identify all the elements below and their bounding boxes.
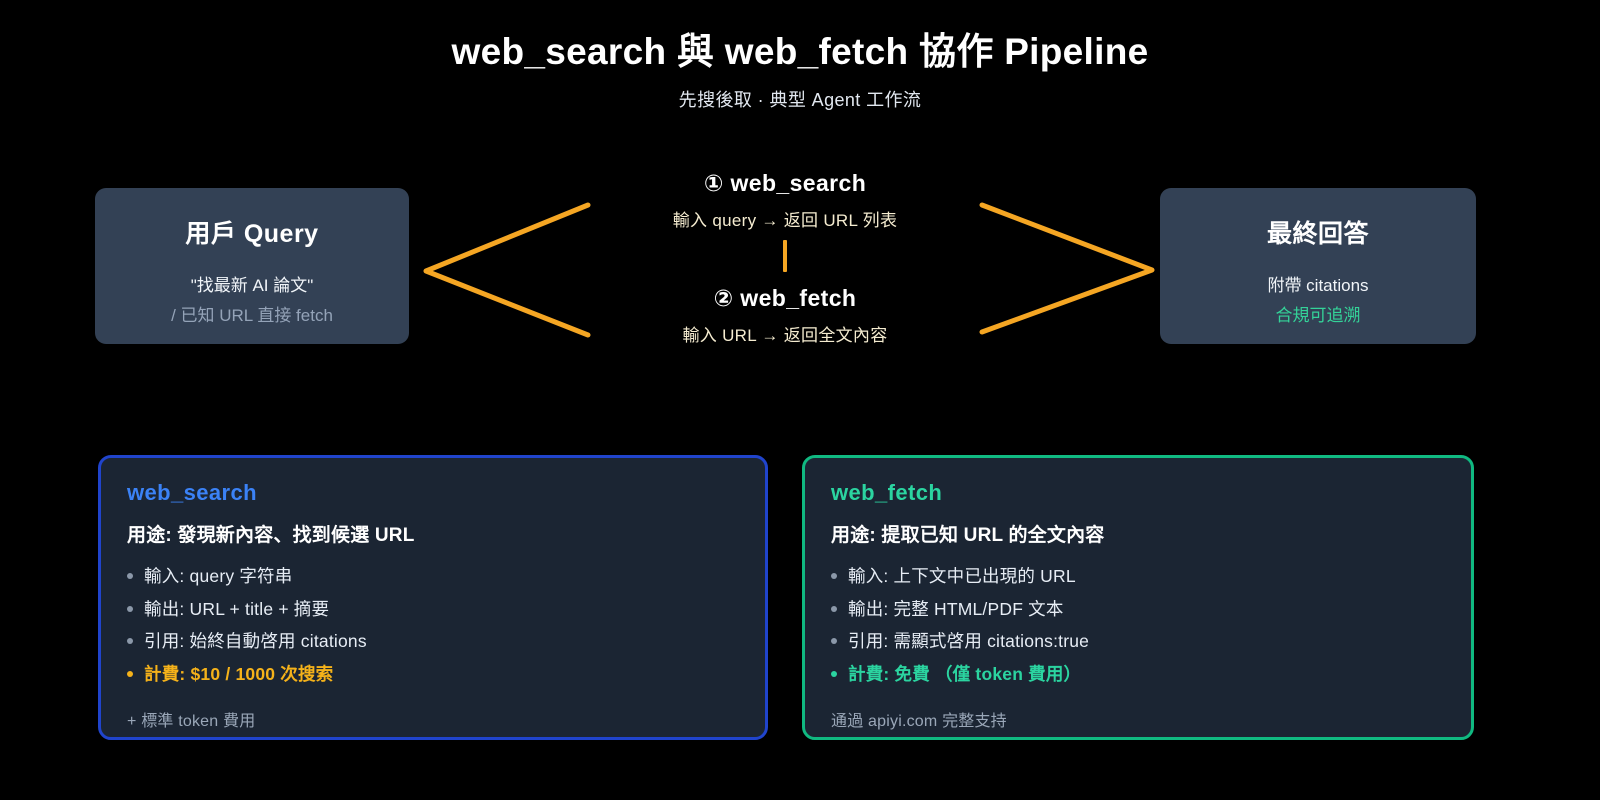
list-item-label: 輸入: query 字符串 (144, 566, 293, 586)
web-fetch-bullet-list: 輸入: 上下文中已出現的 URL 輸出: 完整 HTML/PDF 文本 引用: … (831, 560, 1445, 690)
bullet-dot-icon (127, 573, 133, 579)
list-item: 輸入: query 字符串 (127, 560, 739, 593)
bullet-dot-icon (831, 573, 837, 579)
page-title: web_search 與 web_fetch 協作 Pipeline (451, 31, 1149, 72)
web-fetch-purpose: 用途: 提取已知 URL 的全文內容 (831, 525, 1105, 546)
list-item-pricing: 計費: $10 / 1000 次搜索 (127, 658, 739, 691)
step-1-title: ① web_search (703, 170, 867, 196)
final-answer-compliance: 合規可追溯 (1275, 306, 1361, 326)
list-item: 輸入: 上下文中已出現的 URL (831, 560, 1445, 593)
bullet-dot-icon (831, 638, 837, 645)
list-item-label: 引用: 始終自動啓用 citations (144, 631, 367, 652)
web-fetch-panel: web_fetch 用途: 提取已知 URL 的全文內容 輸入: 上下文中已出現… (802, 455, 1474, 740)
step-2-subtitle: 輸入 URL → 返回全文內容 (682, 326, 888, 345)
step-connector-bar (783, 240, 787, 272)
web-search-panel: web_search 用途: 發現新內容、找到候選 URL 輸入: query … (98, 455, 768, 740)
bullet-dot-icon (127, 638, 133, 645)
user-query-card-title: 用戶 Query (185, 220, 319, 248)
bullet-dot-icon (831, 605, 837, 612)
list-item-label: 計費: $10 / 1000 次搜索 (144, 663, 334, 684)
list-item-label: 計費: 免費 （僅 token 費用） (848, 663, 1082, 684)
list-item: 輸出: 完整 HTML/PDF 文本 (831, 593, 1445, 626)
list-item-label: 引用: 需顯式啓用 citations:true (848, 631, 1090, 652)
final-answer-card: 最終回答 附帶 citations 合規可追溯 (1160, 188, 1476, 344)
list-item-label: 輸出: URL + title + 摘要 (144, 598, 330, 619)
web-search-bullet-list: 輸入: query 字符串 輸出: URL + title + 摘要 引用: 始… (127, 560, 739, 690)
final-answer-citations: 附帶 citations (1267, 276, 1369, 295)
list-item-label: 輸出: 完整 HTML/PDF 文本 (848, 598, 1064, 619)
list-item: 引用: 始終自動啓用 citations (127, 625, 739, 658)
list-item-pricing: 計費: 免費 （僅 token 費用） (831, 658, 1445, 691)
list-item-label: 輸入: 上下文中已出現的 URL (848, 566, 1076, 586)
bullet-dot-icon (831, 670, 837, 677)
pipeline-steps: ① web_search 輸入 query → 返回 URL 列表 ② web_… (560, 170, 1010, 346)
web-fetch-panel-title: web_fetch (831, 480, 943, 505)
web-fetch-footer: 通過 apiyi.com 完整支持 (831, 713, 1007, 731)
list-item: 引用: 需顯式啓用 citations:true (831, 625, 1445, 658)
final-answer-card-title: 最終回答 (1266, 220, 1369, 248)
web-search-panel-title: web_search (127, 480, 257, 505)
user-query-card: 用戶 Query "找最新 AI 論文" / 已知 URL 直接 fetch (95, 188, 409, 344)
user-query-alt: / 已知 URL 直接 fetch (171, 306, 333, 326)
step-1-subtitle: 輸入 query → 返回 URL 列表 (672, 211, 898, 230)
web-search-purpose: 用途: 發現新內容、找到候選 URL (127, 525, 415, 546)
list-item: 輸出: URL + title + 摘要 (127, 593, 739, 626)
web-search-footer: + 標準 token 費用 (127, 713, 256, 731)
step-2-title: ② web_fetch (713, 285, 857, 311)
page-subtitle: 先搜後取 · 典型 Agent 工作流 (678, 89, 922, 110)
header: web_search 與 web_fetch 協作 Pipeline 先搜後取 … (0, 30, 1600, 112)
bullet-dot-icon (127, 605, 133, 612)
bullet-dot-icon (127, 670, 133, 677)
user-query-example: "找最新 AI 論文" (190, 276, 314, 295)
